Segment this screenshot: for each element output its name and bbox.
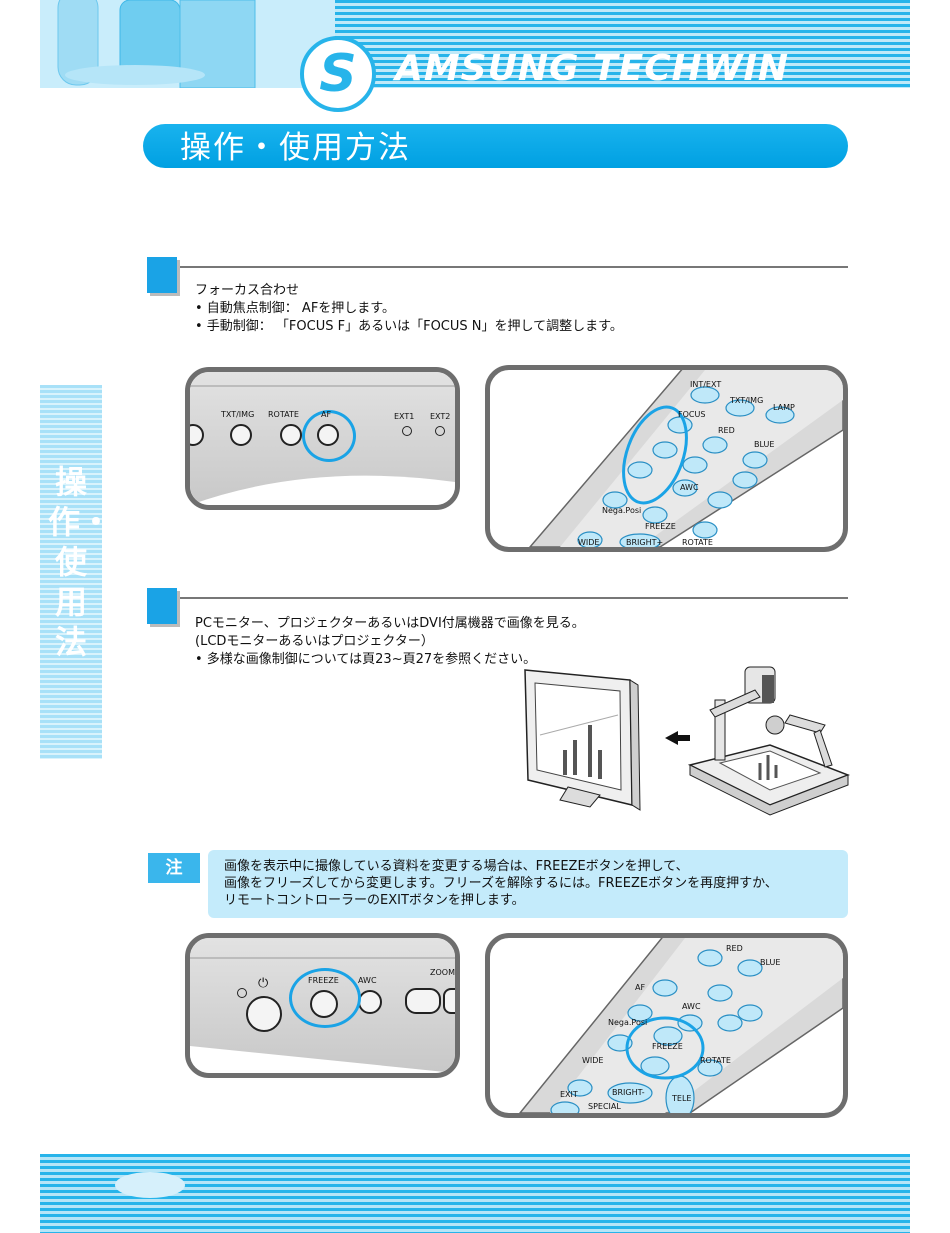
note-line-2: 画像をフリーズしてから変更します。フリーズを解除するには。FREEZEボタンを再… bbox=[224, 876, 778, 891]
note-text: 画像を表示中に撮像している資料を変更する場合は、FREEZEボタンを押して、 画… bbox=[224, 858, 778, 909]
page-title: 操作・使用方法 bbox=[180, 130, 411, 166]
section-heading: フォーカス合わせ bbox=[195, 283, 300, 298]
remote2-label-wide: WIDE bbox=[582, 1056, 604, 1065]
remote-label-focus: FOCUS bbox=[678, 410, 706, 419]
remote-label-nega-posi: Nega.Posi bbox=[602, 506, 642, 515]
remote-label-bright-plus: BRIGHT+ bbox=[626, 538, 664, 547]
awc-button[interactable] bbox=[358, 990, 382, 1014]
remote2-label-freeze: FREEZE bbox=[652, 1042, 683, 1051]
ext1-led bbox=[402, 426, 412, 436]
header-illustration bbox=[40, 0, 335, 88]
bullet-auto-focus: • 自動焦点制御： AFを押します。 bbox=[195, 301, 396, 316]
label-ext2: EXT2 bbox=[430, 412, 451, 421]
label-awc: AWC bbox=[358, 976, 377, 985]
label-txt-img: TXT/IMG bbox=[221, 410, 255, 419]
brand-logo: S bbox=[300, 36, 376, 112]
note-box bbox=[208, 850, 848, 918]
remote2-label-nega-posi: Nega.Posi bbox=[608, 1018, 648, 1027]
section2-line2: (LCDモニターあるいはプロジェクター） bbox=[195, 634, 434, 649]
section-divider bbox=[180, 266, 848, 268]
remote2-label-blue: BLUE bbox=[760, 958, 781, 967]
label-ext1: EXT1 bbox=[394, 412, 415, 421]
txt-img-button[interactable] bbox=[230, 424, 252, 446]
remote-label-lamp: LAMP bbox=[773, 403, 795, 412]
remote-photo-focus: INT/EXT TXT/IMG LAMP FOCUS RED BLUE AWC … bbox=[485, 365, 848, 552]
remote-label-blue: BLUE bbox=[754, 440, 775, 449]
remote-label-red: RED bbox=[718, 426, 735, 435]
panel-button-left[interactable] bbox=[190, 424, 204, 446]
power-led bbox=[237, 988, 247, 998]
note-tag: 注 bbox=[148, 853, 200, 883]
label-af: AF bbox=[321, 410, 332, 419]
section-marker bbox=[147, 257, 177, 293]
power-button[interactable] bbox=[246, 996, 282, 1032]
page-number-oval bbox=[115, 1172, 185, 1198]
monitor-and-camera-illustration bbox=[524, 666, 850, 816]
remote-label-awc: AWC bbox=[680, 483, 699, 492]
side-tab-label: 操作・使用法 bbox=[48, 463, 113, 661]
label-zoom: ZOOM bbox=[430, 968, 455, 977]
remote2-label-af: AF bbox=[635, 983, 646, 992]
remote2-label-awc: AWC bbox=[682, 1002, 701, 1011]
header-stripes bbox=[335, 0, 910, 88]
section-divider-2 bbox=[180, 597, 848, 599]
section2-line1: PCモニター、プロジェクターあるいはDVI付属機器で画像を見る。 bbox=[195, 616, 585, 631]
remote2-label-special: SPECIAL bbox=[588, 1102, 621, 1111]
remote-label-freeze: FREEZE bbox=[645, 522, 676, 531]
remote2-label-tele: TELE bbox=[672, 1094, 692, 1103]
power-icon: ⏻ bbox=[258, 976, 269, 991]
footer-stripes bbox=[40, 1154, 910, 1233]
zoom-button-2[interactable] bbox=[443, 988, 455, 1014]
freeze-highlight-ring bbox=[289, 968, 361, 1028]
section-marker-2 bbox=[147, 588, 177, 624]
zoom-button[interactable] bbox=[405, 988, 441, 1014]
brand-name: AMSUNG TECHWIN bbox=[395, 48, 789, 89]
freeze-panel-photo: ⏻ FREEZE AWC ZOOM bbox=[185, 933, 460, 1078]
note-line-3: リモートコントローラーのEXITボタンを押します。 bbox=[224, 893, 525, 908]
panel-edges bbox=[190, 957, 455, 1073]
document-camera-illustration bbox=[57, 0, 256, 88]
remote-control-drawing bbox=[529, 370, 843, 547]
remote2-label-bright-minus: BRIGHT- bbox=[612, 1088, 645, 1097]
remote-control-drawing-2 bbox=[519, 938, 843, 1113]
remote2-label-exit: EXIT bbox=[560, 1090, 578, 1099]
bullet-manual-focus: • 手動制御： 「FOCUS F」あるいは「FOCUS N」を押して調整します。 bbox=[195, 319, 623, 334]
remote2-label-red: RED bbox=[726, 944, 743, 953]
control-panel-photo: TXT/IMG ROTATE AF EXT1 EXT2 bbox=[185, 367, 460, 510]
remote-photo-freeze: RED BLUE AF AWC Nega.Posi FREEZE ROTATE … bbox=[485, 933, 848, 1118]
brand-mark: S bbox=[319, 44, 357, 104]
side-tab bbox=[40, 385, 102, 759]
af-highlight-ring bbox=[302, 410, 356, 462]
remote2-label-rotate: ROTATE bbox=[700, 1056, 731, 1065]
note-line-1: 画像を表示中に撮像している資料を変更する場合は、FREEZEボタンを押して、 bbox=[224, 859, 689, 874]
panel-curve bbox=[190, 385, 455, 505]
remote-label-int-ext: INT/EXT bbox=[690, 380, 722, 389]
label-rotate: ROTATE bbox=[268, 410, 299, 419]
section2-line3: • 多様な画像制御については頁23~頁27を参照ください。 bbox=[195, 652, 537, 667]
label-freeze: FREEZE bbox=[308, 976, 339, 985]
title-bar bbox=[143, 124, 848, 168]
ext2-led bbox=[435, 426, 445, 436]
rotate-button[interactable] bbox=[280, 424, 302, 446]
remote-label-txt-img: TXT/IMG bbox=[730, 396, 764, 405]
remote-label-rotate: ROTATE bbox=[682, 538, 713, 547]
remote-label-wide: WIDE bbox=[578, 538, 600, 547]
